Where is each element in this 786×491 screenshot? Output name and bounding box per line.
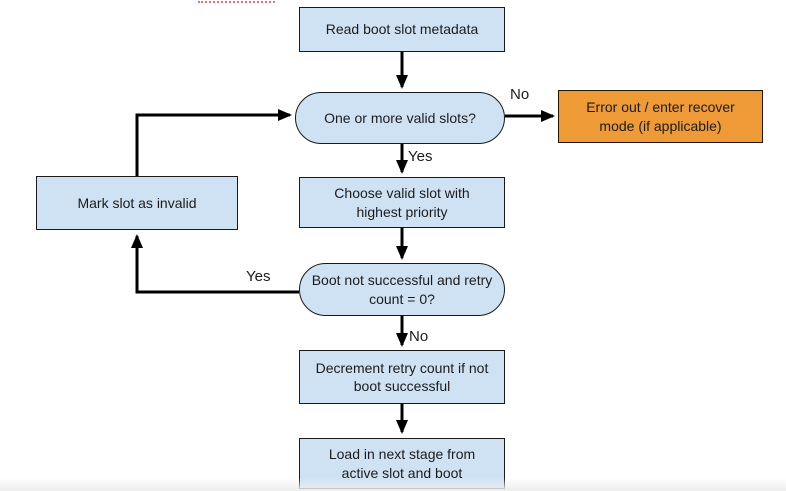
node-read-boot-slot-metadata: Read boot slot metadata	[299, 7, 505, 52]
node-decrement-retry-count: Decrement retry count if not boot succes…	[299, 350, 505, 404]
node-choose-valid-slot: Choose valid slot with highest priority	[299, 177, 505, 228]
arrow-markinvalid-to-validslots	[135, 109, 292, 176]
edge-label-yes-to-mark-invalid: Yes	[246, 268, 271, 285]
edge-label-yes-to-choose: Yes	[408, 148, 433, 165]
node-boot-not-successful-check: Boot not successful and retry count = 0?	[299, 263, 505, 316]
node-error-out-recover-mode: Error out / enter recover mode (if appli…	[558, 90, 763, 143]
dotted-underline-artifact	[198, 1, 275, 3]
edge-label-no-to-decrement: No	[409, 328, 429, 345]
node-mark-slot-invalid: Mark slot as invalid	[36, 176, 238, 230]
node-one-or-more-valid-slots: One or more valid slots?	[295, 92, 505, 144]
arrow-bootcheck-to-markinvalid	[131, 234, 299, 294]
edge-label-no-to-error: No	[510, 86, 530, 103]
bottom-edge-shade	[0, 478, 786, 491]
